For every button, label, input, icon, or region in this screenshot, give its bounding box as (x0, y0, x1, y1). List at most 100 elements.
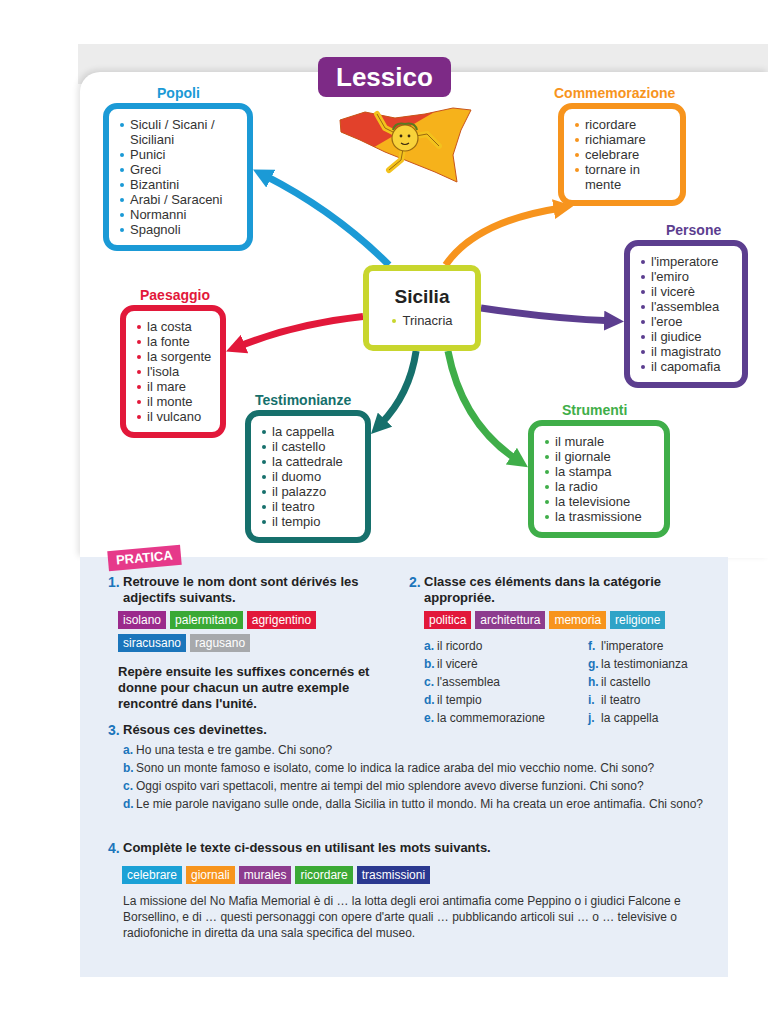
category-heading: Commemorazione (554, 85, 675, 101)
tag-text: siracusano (123, 636, 181, 650)
vocabulary-item: Spagnoli (119, 222, 239, 237)
map-yellow (335, 100, 480, 190)
exercise-instruction: Résous ces devinettes. (123, 722, 720, 738)
vocabulary-item: la cappella (261, 424, 357, 439)
category-heading: Strumenti (562, 402, 627, 418)
exercise-row: c.l'assemblea (424, 674, 584, 690)
vocabulary-item: Bizantini (119, 177, 239, 192)
item-letter: a. (424, 638, 437, 654)
vocabulary-item: il duomo (261, 469, 357, 484)
tag-text: ricordare (300, 868, 347, 882)
exercise-number: 3. (108, 722, 123, 738)
vocabulary-item: il tempio (261, 514, 357, 529)
category-heading: Popoli (157, 85, 200, 101)
exercise-block: 3.Résous ces devinettes. (108, 722, 720, 740)
tag-text: memoria (554, 613, 601, 627)
central-subtitle: Trinacria (391, 313, 452, 328)
vocabulary-item: il teatro (261, 499, 357, 514)
item-letter: b. (123, 760, 136, 776)
category-heading: Persone (666, 222, 721, 238)
vocabulary-item: il castello (261, 439, 357, 454)
item-text: la commemorazione (437, 710, 584, 726)
vocabulary-item: l'assemblea (640, 299, 734, 314)
face-hair (393, 124, 417, 130)
category-box: Testimonianzela cappellail castellola ca… (245, 410, 371, 543)
tag-row: isolanopalermitanoagrigentino (118, 611, 316, 629)
title-banner: Lessico (318, 57, 451, 97)
category-box: Commemorazionericordarerichiamarecelebra… (558, 103, 686, 206)
item-letter: d. (123, 796, 136, 812)
connector-arrow (481, 308, 610, 321)
vocabulary-item: l'imperatore (640, 254, 734, 269)
word-tag: giornali (186, 866, 235, 884)
exercise-block: 1.Retrouve le nom dont sont dérivés les … (108, 574, 370, 608)
vocabulary-item: il giudice (640, 329, 734, 344)
vocabulary-item: l'isola (136, 364, 212, 379)
item-text: la testimonianza (601, 656, 722, 672)
exercise-row: e.la commemorazione (424, 710, 584, 726)
word-tag: trasmissioni (357, 866, 430, 884)
exercise-row: a.il ricordo (424, 638, 584, 654)
tag-text: architettura (480, 613, 540, 627)
word-tag: isolano (118, 611, 166, 629)
item-letter: c. (424, 674, 437, 690)
vocabulary-item: l'eroe (640, 314, 734, 329)
connector-arrow (239, 317, 363, 347)
exercise-number: 1. (108, 574, 123, 606)
connector-arrow (381, 351, 416, 424)
tag-text: religione (615, 613, 660, 627)
item-letter: a. (123, 742, 136, 758)
tag-text: isolano (123, 613, 161, 627)
exercise-row: La missione del No Mafia Memorial è di …… (123, 893, 721, 941)
exercise-row: j.la cappella (588, 710, 722, 726)
vocabulary-item: il vicerè (640, 284, 734, 299)
exercise-number: 2. (409, 574, 424, 606)
exercise-block: 2.Classe ces éléments dans la catégorie … (409, 574, 709, 608)
vocabulary-item: la trasmissione (544, 509, 656, 524)
word-tag: murales (239, 866, 292, 884)
vocabulary-item: Siculi / Sicani / Siciliani (119, 117, 239, 147)
item-letter: h. (588, 674, 601, 690)
exercise-row: d.il tempio (424, 692, 584, 708)
exercise-row: b.il vicerè (424, 656, 584, 672)
exercise-row: d.Le mie parole navigano sulle onde, dal… (123, 796, 723, 812)
item-text: la cappella (601, 710, 722, 726)
practice-banner: PRATICA (107, 545, 181, 571)
category-box: Personel'imperatorel'emiroil vicerèl'ass… (624, 240, 748, 388)
connector-arrow (265, 176, 388, 265)
tag-text: murales (244, 868, 287, 882)
tag-text: ragusano (195, 636, 245, 650)
item-text: Oggi ospito vari spettacoli, mentre ai t… (136, 778, 723, 794)
tag-text: celebrare (127, 868, 177, 882)
item-text: l'assemblea (437, 674, 584, 690)
item-letter: j. (588, 710, 601, 726)
exercise-row: b.Sono un monte famoso e isolato, come l… (123, 760, 723, 776)
category-heading: Paesaggio (140, 287, 210, 303)
vocabulary-item: Greci (119, 162, 239, 177)
item-letter: g. (588, 656, 601, 672)
exercise-instruction: Repère ensuite les suffixes concernés et… (118, 664, 386, 712)
word-tag: siracusano (118, 634, 186, 652)
exercise-row: c.Oggi ospito vari spettacoli, mentre ai… (123, 778, 723, 794)
face-mouth (401, 143, 409, 145)
vocabulary-item: Arabi / Saraceni (119, 192, 239, 207)
exercise-row: 2.Classe ces éléments dans la catégorie … (409, 574, 709, 606)
exercise-number: 4. (108, 840, 123, 856)
word-tag: celebrare (122, 866, 182, 884)
item-text: il vicerè (437, 656, 584, 672)
sicily-map (335, 100, 480, 190)
connector-arrow (448, 351, 516, 459)
tag-text: agrigentino (252, 613, 311, 627)
exercise-row: g.la testimonianza (588, 656, 722, 672)
exercise-row: Repère ensuite les suffixes concernés et… (118, 664, 386, 712)
exercise-row: f.l'imperatore (588, 638, 722, 654)
exercise-instruction: Retrouve le nom dont sont dérivés les ad… (123, 574, 370, 606)
item-letter: d. (424, 692, 437, 708)
exercise-row: 4.Complète le texte ci-dessous en utilis… (108, 840, 720, 856)
central-title: Sicilia (377, 285, 467, 309)
face-eye (408, 135, 411, 138)
item-letter: c. (123, 778, 136, 794)
exercise-row: h.il castello (588, 674, 722, 690)
word-tag: memoria (549, 611, 606, 629)
